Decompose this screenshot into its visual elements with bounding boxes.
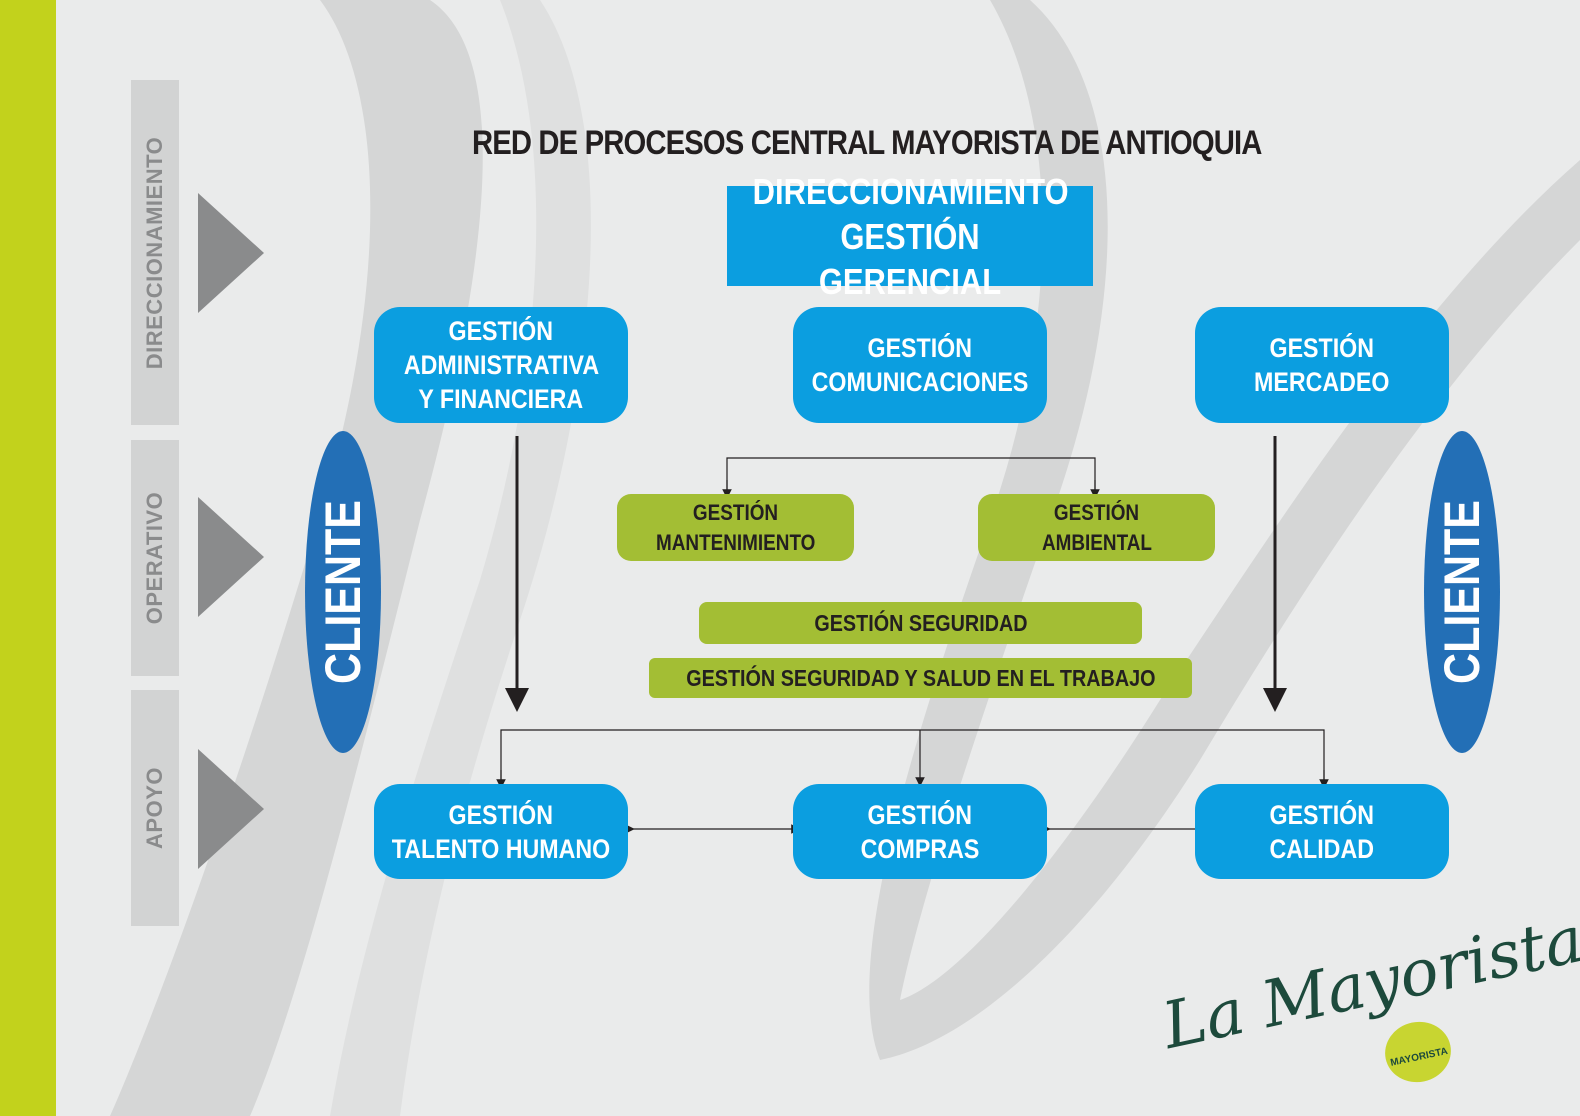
- box-label-line: MERCADEO: [1254, 367, 1390, 397]
- direccionamiento-line1: DIRECCIONAMIENTO: [752, 170, 1069, 212]
- stage-arrow-operativo: [198, 497, 264, 617]
- brand-logo-badge-text: MAYORISTA: [1389, 1045, 1449, 1069]
- box-label-line: GESTIÓN SEGURIDAD Y SALUD EN EL TRABAJO: [685, 664, 1156, 691]
- box-label-line: MANTENIMIENTO: [655, 529, 816, 555]
- box-gestion-comunicaciones: GESTIÓN COMUNICACIONES: [793, 307, 1047, 423]
- client-ellipse-left: CLIENTE: [305, 431, 381, 753]
- direccionamiento-box: DIRECCIONAMIENTO GESTIÓN GERENCIAL: [727, 171, 1093, 302]
- stage-tab-apoyo: APOYO: [131, 690, 179, 926]
- box-gestion-talento-humano: GESTIÓN TALENTO HUMANO: [374, 784, 628, 879]
- stage-arrow-apoyo: [198, 749, 264, 869]
- box-gestion-compras: GESTIÓN COMPRAS: [793, 784, 1047, 879]
- box-gestion-seguridad: GESTIÓN SEGURIDAD: [699, 602, 1142, 644]
- box-gestion-ambiental: GESTIÓN AMBIENTAL: [978, 494, 1215, 561]
- page-title: RED DE PROCESOS CENTRAL MAYORISTA DE ANT…: [472, 124, 1262, 162]
- box-label-line: GESTIÓN: [867, 799, 973, 830]
- stage-tab-operativo: OPERATIVO: [131, 440, 179, 676]
- client-label-left: CLIENTE: [315, 500, 371, 684]
- left-accent-bar: [0, 0, 56, 1116]
- box-gestion-calidad: GESTIÓN CALIDAD: [1195, 784, 1449, 879]
- client-label-right: CLIENTE: [1434, 500, 1490, 684]
- box-label-line: GESTIÓN: [448, 799, 554, 830]
- box-label-line: COMUNICACIONES: [811, 367, 1029, 397]
- stage-arrow-direccionamiento: [198, 193, 264, 313]
- direccionamiento-line2: GESTIÓN GERENCIAL: [818, 215, 1002, 302]
- box-label-line: Y FINANCIERA: [418, 384, 584, 414]
- box-label-line: ADMINISTRATIVA: [403, 350, 599, 380]
- box-label-line: GESTIÓN: [692, 499, 779, 525]
- box-gestion-mantenimiento: GESTIÓN MANTENIMIENTO: [617, 494, 854, 561]
- box-label-line: TALENTO HUMANO: [391, 833, 611, 864]
- stage-tab-direccionamiento: DIRECCIONAMIENTO: [131, 80, 179, 425]
- box-label-line: GESTIÓN: [1269, 333, 1375, 363]
- box-label-line: CALIDAD: [1269, 833, 1375, 864]
- box-label-line: AMBIENTAL: [1041, 529, 1152, 555]
- box-label-line: GESTIÓN SEGURIDAD: [813, 609, 1028, 636]
- bracket-operativo: [726, 457, 1096, 494]
- box-label-line: GESTIÓN: [1053, 499, 1140, 525]
- box-label-line: GESTIÓN: [867, 333, 973, 363]
- box-label-line: GESTIÓN: [1269, 799, 1375, 830]
- box-label-line: COMPRAS: [860, 833, 980, 864]
- bracket-apoyo: [500, 729, 1325, 782]
- box-gestion-sst: GESTIÓN SEGURIDAD Y SALUD EN EL TRABAJO: [649, 658, 1192, 698]
- box-label-line: GESTIÓN: [448, 316, 554, 346]
- box-gestion-administrativa: GESTIÓN ADMINISTRATIVA Y FINANCIERA: [374, 307, 628, 423]
- box-gestion-mercadeo: GESTIÓN MERCADEO: [1195, 307, 1449, 423]
- client-ellipse-right: CLIENTE: [1424, 431, 1500, 753]
